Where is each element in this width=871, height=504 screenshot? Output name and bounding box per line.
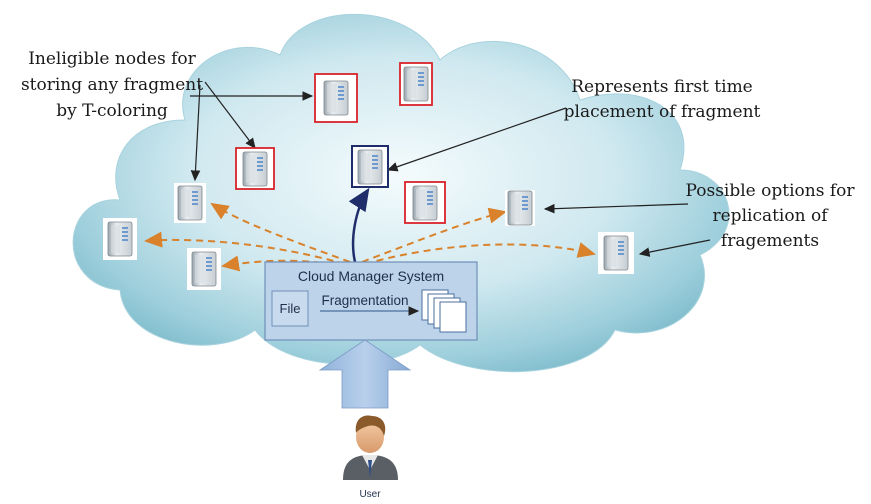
pointer-arrow-replication-2 xyxy=(638,239,711,257)
user-label: User xyxy=(359,489,381,500)
replication-node xyxy=(505,190,535,226)
pointer-arrow-replication-1 xyxy=(543,203,689,214)
annotation-ineligible: Ineligible nodes for storing any fragmen… xyxy=(21,49,203,121)
server-icon xyxy=(357,149,383,185)
annotation-replication-line-2: replication of xyxy=(713,206,830,226)
annotation-replication: Possible options for replication of frag… xyxy=(685,181,855,251)
file-label: File xyxy=(280,301,301,316)
annotation-first-time-line-1: Represents first time xyxy=(571,77,753,97)
fragmentation-label: Fragmentation xyxy=(321,293,408,308)
ineligible-node xyxy=(404,181,446,224)
annotation-first-time: Represents first time placement of fragm… xyxy=(564,77,761,122)
annotation-first-time-line-2: placement of fragment xyxy=(564,102,761,122)
cloud-shape xyxy=(72,13,730,373)
replication-node xyxy=(598,232,634,274)
ineligible-node xyxy=(314,73,358,123)
fragments-stack-icon xyxy=(421,289,467,333)
ineligible-node xyxy=(235,147,275,190)
pointer-arrow-first-placement xyxy=(386,107,567,172)
replication-arrow-5 xyxy=(364,242,596,265)
server-icon xyxy=(507,190,533,226)
first-placement-arrow xyxy=(348,187,370,263)
replication-node xyxy=(103,218,137,260)
replication-arrow-1 xyxy=(210,202,351,263)
replication-arrows xyxy=(144,202,596,272)
annotation-replication-line-1: Possible options for xyxy=(685,181,855,201)
annotation-ineligible-line-1: Ineligible nodes for xyxy=(28,49,196,69)
file-box: File xyxy=(271,290,309,327)
pointer-arrow-to-node-3 xyxy=(190,84,201,182)
replication-node xyxy=(174,183,206,223)
user-icon xyxy=(343,415,398,480)
server-icon xyxy=(323,80,349,116)
server-icon xyxy=(191,251,217,287)
pointer-arrow-to-node-2 xyxy=(204,81,256,149)
pointer-arrows xyxy=(190,81,711,257)
first-placement-node xyxy=(351,145,389,188)
replication-node xyxy=(187,248,221,290)
annotation-ineligible-line-3: by T-coloring xyxy=(56,101,168,121)
annotation-ineligible-line-2: storing any fragment xyxy=(21,75,203,95)
upload-arrow xyxy=(318,339,412,409)
server-icon xyxy=(177,185,203,221)
annotation-replication-line-3: fragements xyxy=(721,231,819,251)
server-icon xyxy=(242,151,268,187)
cloud-manager-box: Cloud Manager System File Fragmentation xyxy=(264,261,478,341)
ineligible-node xyxy=(399,62,433,106)
replication-arrow-4 xyxy=(361,207,507,263)
replication-arrow-2 xyxy=(144,231,346,265)
cloud-manager-title: Cloud Manager System xyxy=(298,268,444,284)
server-icon xyxy=(603,235,629,271)
server-icon xyxy=(412,185,438,221)
server-icon xyxy=(403,66,429,102)
server-icon xyxy=(107,221,133,257)
